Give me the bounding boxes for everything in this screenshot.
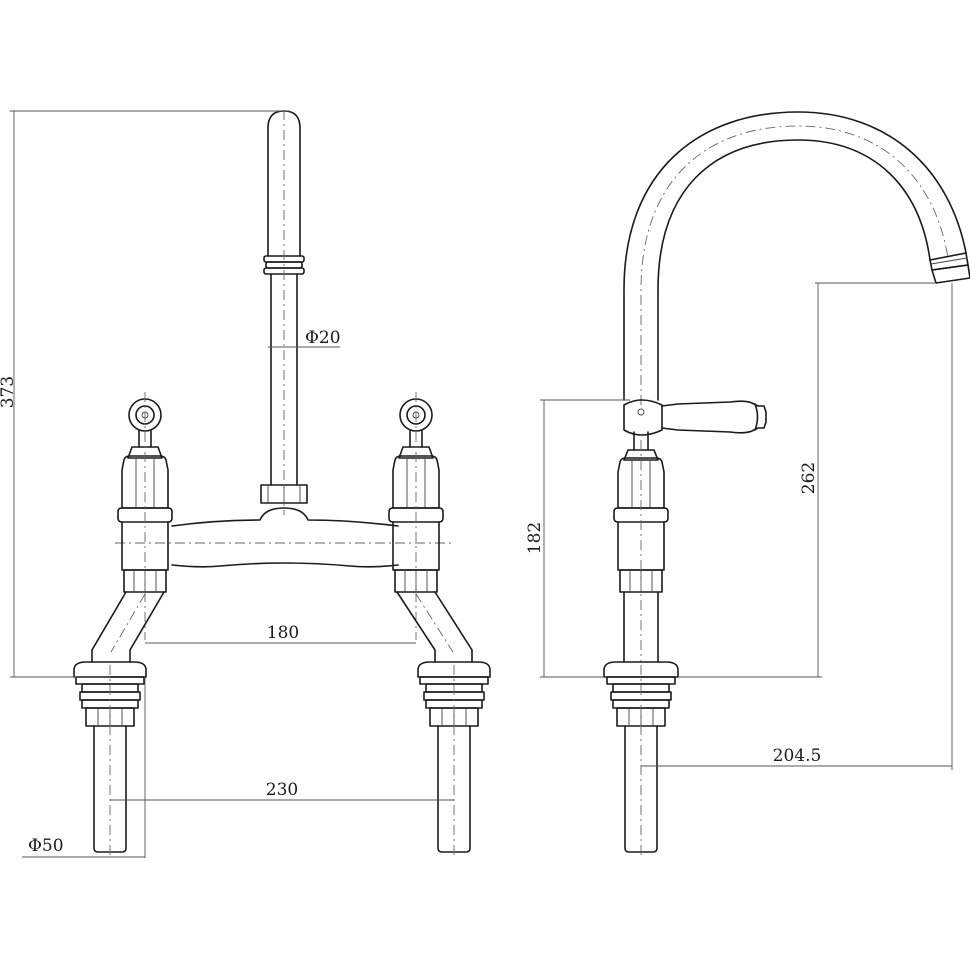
- dimension-overall-height: 373: [0, 110, 290, 678]
- side-view: 182 262 204.5: [525, 111, 970, 858]
- front-right-valve: [388, 392, 444, 640]
- front-left-valve: [117, 392, 173, 640]
- side-gooseneck-spout: [623, 111, 970, 405]
- dimension-lever-height: 182: [525, 399, 630, 678]
- dimension-spout-reach: 204.5: [641, 283, 953, 770]
- handle-spacing-label: 180: [267, 623, 299, 643]
- dimension-tail-spacing: 230: [110, 780, 454, 801]
- base-diameter-label: Φ50: [28, 836, 64, 856]
- spout-reach-label: 204.5: [773, 746, 822, 766]
- front-view: 373 Φ20 180 230 Φ50: [0, 110, 491, 858]
- tail-spacing-label: 230: [266, 780, 298, 800]
- dimension-base-diameter: Φ50: [22, 677, 146, 858]
- side-base-tail: [603, 661, 679, 858]
- front-bridge-body: [115, 507, 455, 568]
- overall-height-label: 373: [0, 376, 18, 408]
- side-lever-handle: [623, 399, 767, 451]
- side-valve-body: [613, 440, 669, 663]
- spout-diameter-label: Φ20: [305, 328, 341, 348]
- front-spout-riser: [260, 110, 308, 515]
- lever-height-label: 182: [525, 522, 545, 554]
- front-left-leg: [73, 591, 165, 858]
- dimension-handle-spacing: 180: [145, 623, 416, 644]
- dimension-spout-outlet-height: 262: [678, 282, 936, 678]
- spout-outlet-height-label: 262: [799, 462, 819, 494]
- dimension-spout-diameter: Φ20: [268, 328, 341, 348]
- front-right-leg: [396, 591, 491, 858]
